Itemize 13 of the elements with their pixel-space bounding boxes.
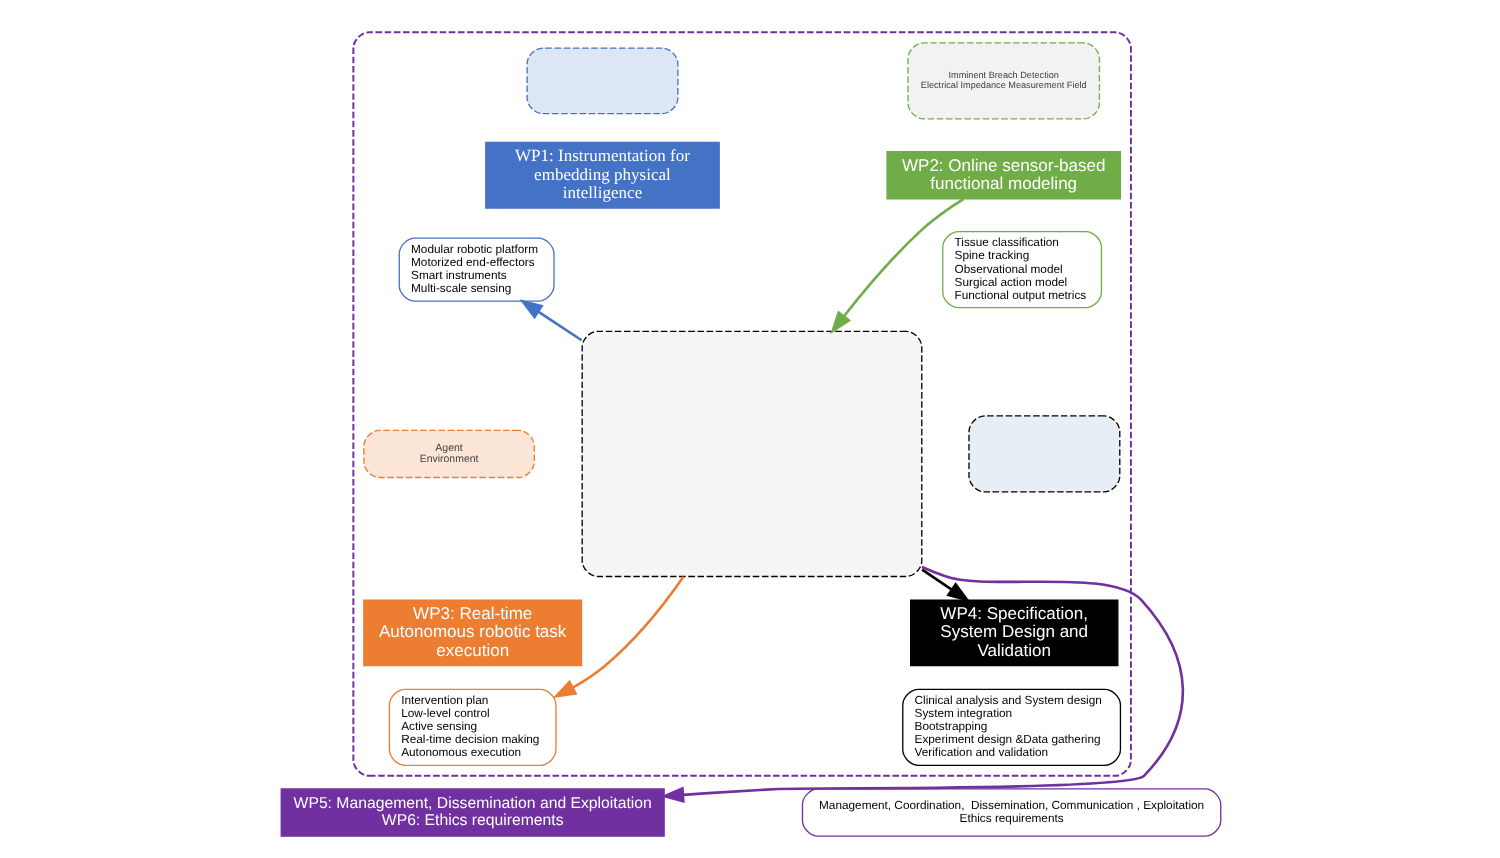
node-box: WP4: Specification, System Design and Validation: [909, 599, 1118, 667]
arrow: [551, 576, 684, 698]
arrow: [518, 299, 582, 342]
cluster: [351, 31, 1131, 777]
node-box: [580, 330, 922, 578]
node-box: [967, 415, 1120, 493]
node-box: [525, 47, 678, 115]
node-box: WP2: Online sensor-based functional modeling: [885, 151, 1121, 200]
arrow: [920, 568, 970, 603]
arrow: [829, 197, 964, 335]
node-box: WP3: Real-time Autonomous robotic task execution: [362, 599, 582, 667]
arrow: [659, 565, 1184, 804]
node-box: WP1: Instrumentation for embedding physical intelligence: [484, 141, 719, 209]
